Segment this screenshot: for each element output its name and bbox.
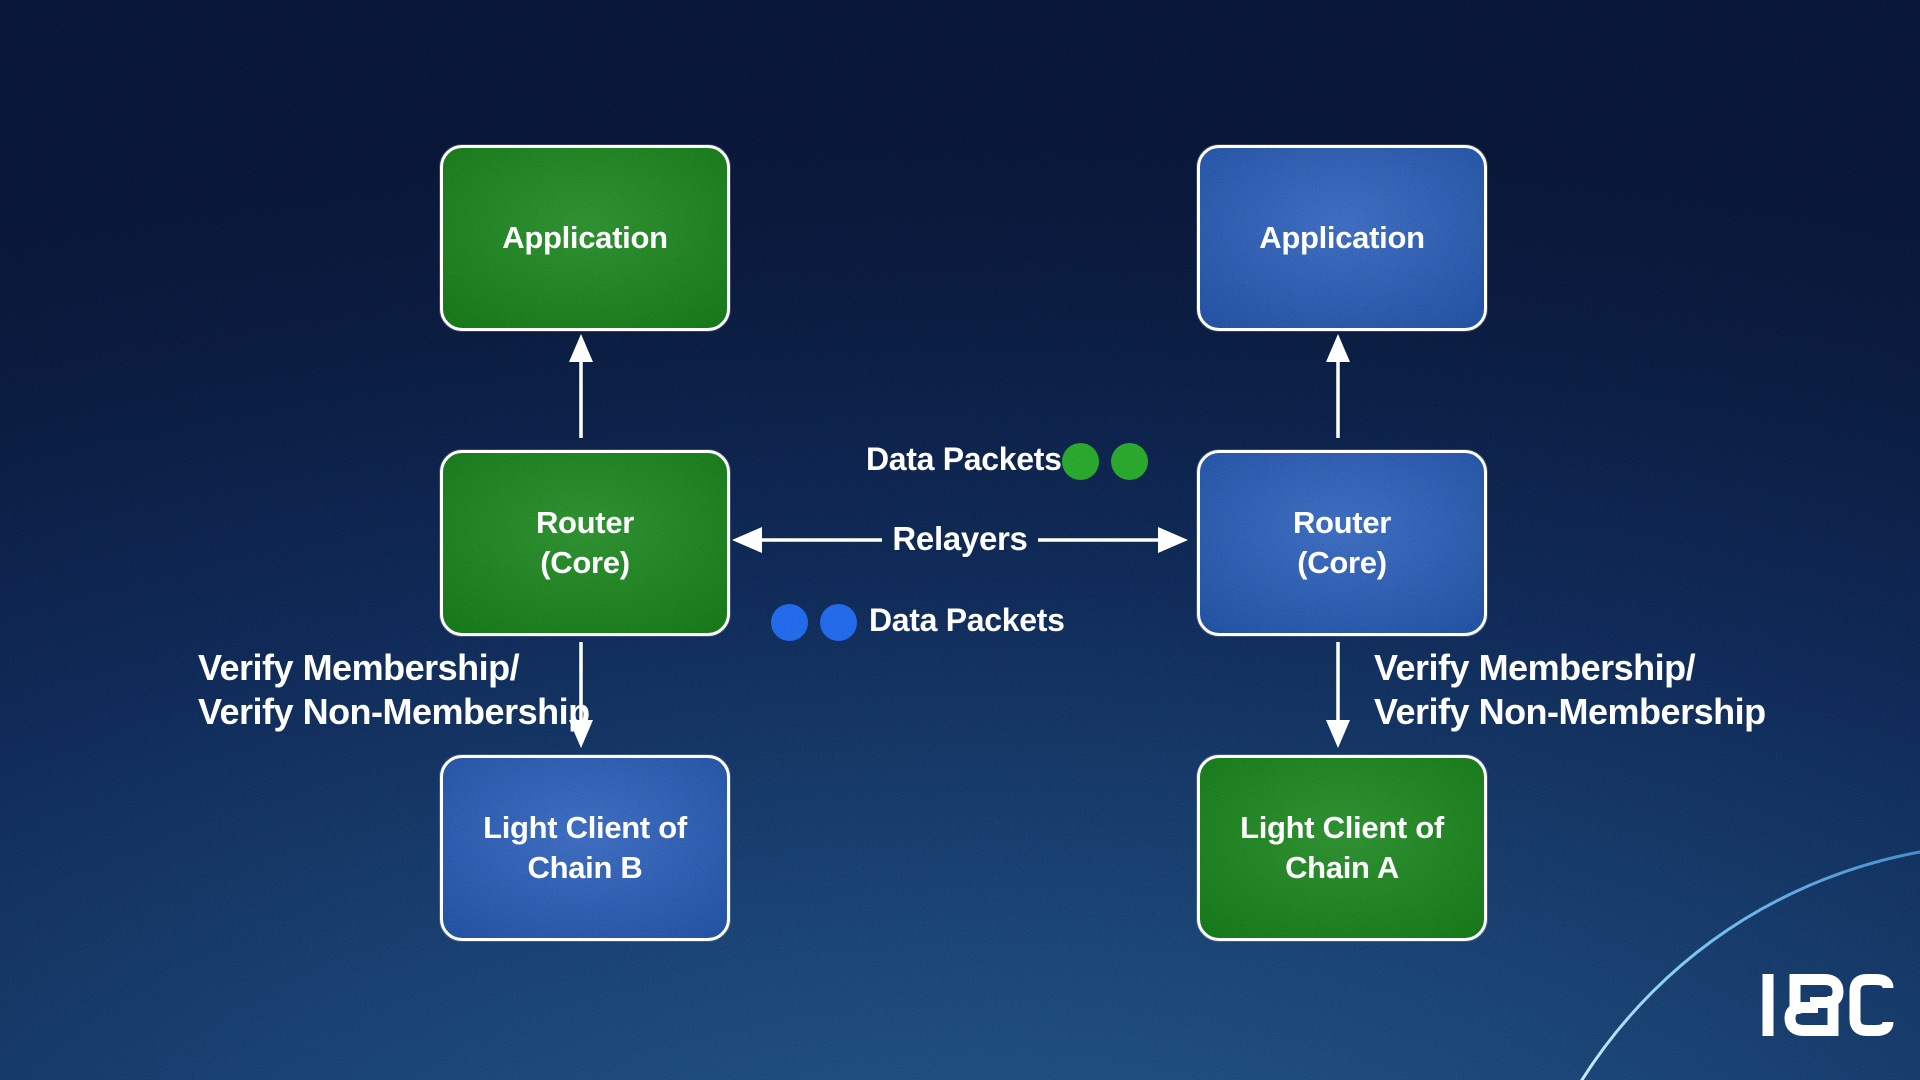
verify-line1: Verify Membership/	[1374, 647, 1696, 688]
node-light-client-left: Light Client of Chain B	[440, 755, 730, 941]
data-packet-dot-green-1	[1062, 443, 1099, 480]
node-label-line2: (Core)	[540, 545, 630, 580]
ibc-logo	[1762, 974, 1894, 1036]
node-label-line2: (Core)	[1297, 545, 1387, 580]
node-label-line1: Router	[535, 505, 635, 540]
arrow-down-right	[1326, 642, 1350, 748]
arrow-up-left	[569, 334, 593, 438]
node-light-client-right: Light Client of Chain A	[1197, 755, 1487, 941]
verify-membership-label-left: Verify Membership/ Verify Non-Membership	[198, 646, 590, 734]
data-packets-bottom-label: Data Packets	[869, 602, 1065, 639]
verify-line2: Verify Non-Membership	[1374, 691, 1766, 732]
node-label: Application	[502, 220, 668, 255]
arrow-up-right	[1326, 334, 1350, 438]
verify-membership-label-right: Verify Membership/ Verify Non-Membership	[1374, 646, 1766, 734]
node-application-left: Application	[440, 145, 730, 331]
data-packet-dot-green-2	[1111, 443, 1148, 480]
node-router-right: Router (Core)	[1197, 450, 1487, 636]
node-label-line1: Router	[1292, 505, 1392, 540]
data-packet-dot-blue-1	[771, 604, 808, 641]
node-application-right: Application	[1197, 145, 1487, 331]
node-router-left: Router (Core)	[440, 450, 730, 636]
verify-line2: Verify Non-Membership	[198, 691, 590, 732]
data-packet-dot-blue-2	[820, 604, 857, 641]
relayers-label: Relayers	[892, 520, 1028, 558]
node-label-line2: Chain B	[527, 850, 643, 885]
node-label-line1: Light Client of	[1240, 810, 1444, 845]
decorative-arc	[1580, 850, 1920, 1080]
node-label: Application	[1259, 220, 1425, 255]
ibc-logo-letter-c	[1849, 974, 1894, 1036]
verify-line1: Verify Membership/	[198, 647, 520, 688]
data-packets-top-label: Data Packets	[866, 441, 1062, 478]
node-label-line1: Light Client of	[483, 810, 687, 845]
node-label-line2: Chain A	[1285, 850, 1399, 885]
